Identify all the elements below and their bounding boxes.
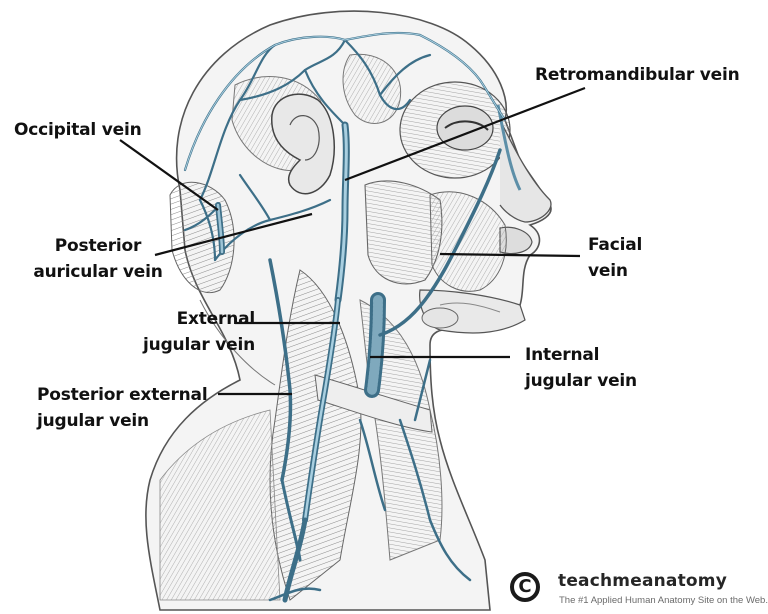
- label-posterior-external-jugular-vein: Posterior external jugular vein: [37, 385, 208, 431]
- leader-retromandibular: [344, 86, 586, 182]
- brand-name: teachmeanatomy: [558, 571, 727, 591]
- label-posterior-auricular-vein: Posterior auricular vein: [33, 236, 163, 282]
- brand-tagline: The #1 Applied Human Anatomy Site on the…: [559, 595, 768, 606]
- leader-facial: [439, 252, 581, 258]
- label-occipital-vein: Occipital vein: [14, 120, 142, 140]
- veins: [183, 31, 507, 603]
- label-retromandibular-vein: Retromandibular vein: [535, 65, 740, 85]
- leader-occipital: [119, 139, 219, 211]
- copyright-icon: C: [510, 572, 540, 602]
- label-internal-jugular-vein: Internal jugular vein: [525, 345, 637, 391]
- brand-watermark: C teachmeanatomy The #1 Applied Human An…: [506, 570, 768, 614]
- label-external-jugular-vein: External jugular vein: [143, 309, 255, 355]
- label-facial-vein: Facial vein: [588, 235, 643, 281]
- ear: [271, 93, 335, 195]
- leader-lines: [119, 86, 586, 396]
- leader-posterior-auricular: [154, 212, 313, 257]
